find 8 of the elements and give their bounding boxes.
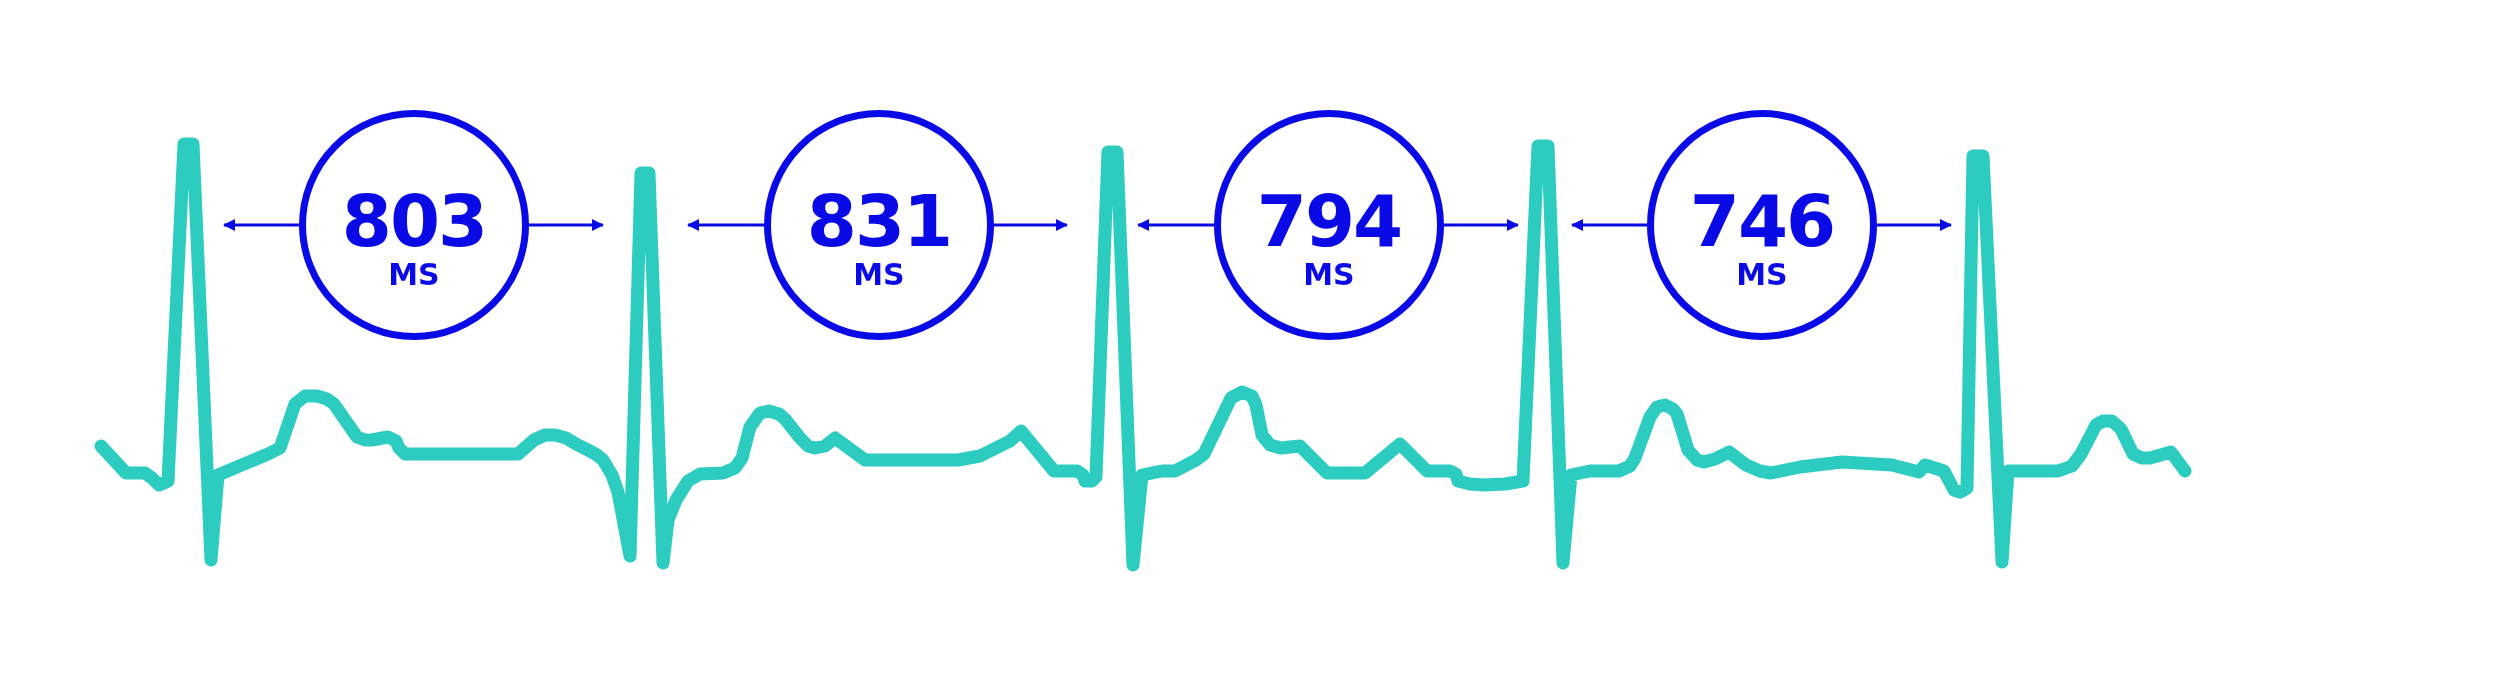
interval-value: 831 (806, 185, 952, 257)
unit-label: MS (388, 259, 440, 291)
unit-label: MS (1736, 259, 1788, 291)
unit-label: MS (853, 259, 905, 291)
interval-value: 746 (1689, 185, 1835, 257)
unit-label: MS (1303, 259, 1355, 291)
interval-value: 794 (1256, 185, 1402, 257)
interval-value: 803 (341, 185, 487, 257)
